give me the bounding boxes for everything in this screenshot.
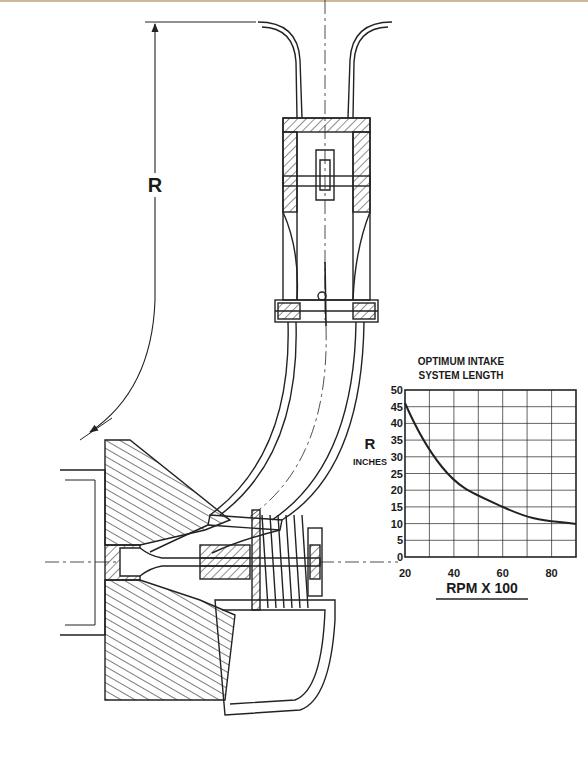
tick-label: 25: [391, 467, 403, 479]
axis-label: R: [365, 436, 376, 453]
tick-label: 40: [448, 567, 460, 579]
tick-label: 10: [391, 518, 403, 530]
tick-label: 45: [391, 401, 403, 413]
axis-title: RPM X 100: [446, 581, 518, 596]
engine-drawing: [0, 0, 588, 715]
tick-label: 20: [391, 484, 403, 496]
tick-label: 5: [397, 534, 403, 546]
axis-label: INCHES: [353, 458, 387, 468]
tick-label: 60: [497, 567, 509, 579]
tick-label: 80: [545, 567, 557, 579]
tick-label: 20: [399, 567, 411, 579]
tick-label: 0: [397, 551, 403, 563]
tick-label: 40: [391, 417, 403, 429]
tick-label: 30: [391, 451, 403, 463]
chart-grid: [405, 390, 576, 599]
tick-label: 50: [391, 384, 403, 396]
tick-label: 35: [391, 434, 403, 446]
dimension-label: R: [145, 173, 165, 197]
tick-label: 15: [391, 501, 403, 513]
chart-title: OPTIMUM INTAKE SYSTEM LENGTH: [402, 355, 520, 382]
